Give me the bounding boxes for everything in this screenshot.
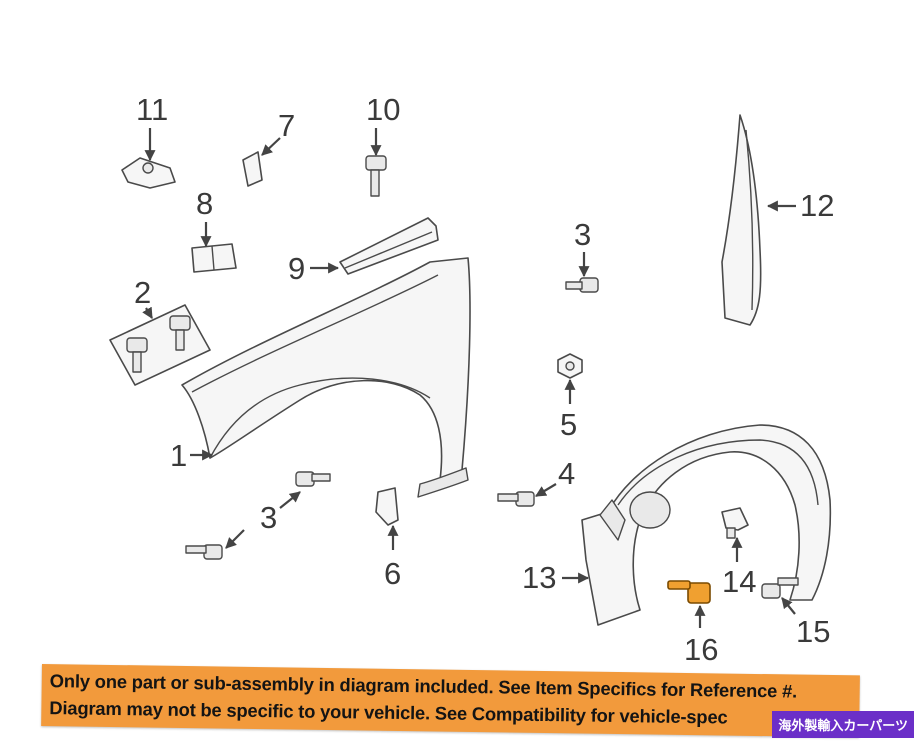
- callout-10: 10: [366, 92, 400, 127]
- bolt-part-10: [365, 155, 387, 197]
- callout-1: 1: [170, 438, 187, 473]
- callout-9: 9: [288, 251, 305, 286]
- bracket-part-8: [191, 243, 237, 273]
- nut-part-5: [557, 353, 583, 379]
- callout-16: 16: [684, 632, 718, 667]
- bolt-part-16-highlighted: [667, 580, 711, 604]
- bracket-strip-part: [339, 217, 439, 275]
- bolt-part-4: [497, 491, 535, 507]
- callout-3-bottom: 3: [260, 500, 277, 535]
- clip-part-7: [242, 151, 263, 187]
- wheelhouse-liner-part: [581, 424, 832, 626]
- fastener-2a: [109, 304, 211, 386]
- clip-part-14: [721, 507, 749, 539]
- shop-badge: 海外製輸入カーパーツ: [772, 711, 914, 738]
- leader-lines: [142, 128, 796, 628]
- callout-4: 4: [558, 456, 575, 491]
- bolt-part-3a: [565, 277, 599, 293]
- callout-12: 12: [800, 188, 834, 223]
- fender-part: [181, 257, 471, 498]
- callout-13: 13: [522, 560, 556, 595]
- callout-7: 7: [278, 108, 295, 143]
- notice-line-1: Only one part or sub-assembly in diagram…: [49, 670, 798, 702]
- callout-5: 5: [560, 407, 577, 442]
- callout-14: 14: [722, 564, 756, 599]
- callout-15: 15: [796, 614, 830, 649]
- notice-banner: Only one part or sub-assembly in diagram…: [41, 664, 860, 738]
- clip-part-11: [121, 157, 176, 189]
- notice-line-2: Diagram may not be specific to your vehi…: [49, 697, 728, 728]
- bolt-part-3b: [185, 471, 331, 560]
- callout-3-top: 3: [574, 217, 591, 252]
- bolt-part-15: [761, 577, 799, 599]
- fender-seal-part: [721, 114, 762, 326]
- callout-8: 8: [196, 186, 213, 221]
- callout-6: 6: [384, 556, 401, 591]
- callout-2: 2: [134, 275, 151, 310]
- bracket-part-6: [375, 487, 399, 526]
- callout-11: 11: [136, 92, 168, 127]
